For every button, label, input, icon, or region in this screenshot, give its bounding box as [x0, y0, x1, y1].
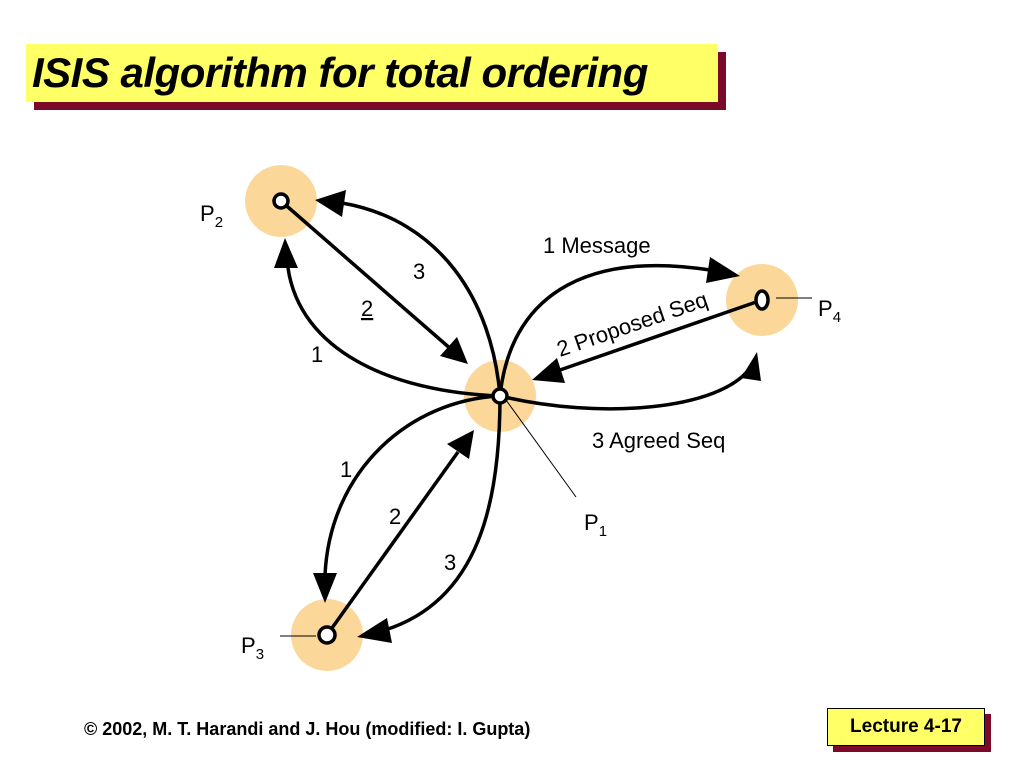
arrowhead-p4-agreed	[741, 352, 761, 381]
arrowhead-p3-proposed	[447, 430, 474, 459]
p4-label: P4	[818, 296, 841, 326]
p1-node	[491, 387, 509, 405]
edge-p2-message	[286, 267, 501, 398]
edge-label-p3-1: 1	[340, 457, 352, 482]
edge-label-p3-2: 2	[389, 504, 401, 529]
edge-label-p2-2: 2	[361, 296, 373, 321]
edge-label-p2-3: 3	[413, 259, 425, 284]
lecture-number: Lecture 4-17	[850, 716, 962, 737]
arrowhead-p2-message	[274, 238, 298, 268]
edge-label-p4-agreed: 3 Agreed Seq	[592, 428, 725, 453]
arrowhead-p3-agreed	[357, 618, 392, 643]
arrowhead-p3-message	[313, 573, 337, 603]
edge-p2-proposed	[279, 199, 454, 352]
edge-p3-message	[323, 394, 501, 576]
arrowhead-p2-agreed	[315, 190, 346, 217]
p3-node	[317, 625, 337, 645]
p2-label: P2	[200, 201, 223, 231]
p1-label: P1	[584, 510, 607, 540]
edge-p3-agreed	[384, 395, 502, 632]
p4-node	[754, 289, 770, 311]
p3-label: P3	[241, 633, 264, 663]
edge-p3-proposed	[325, 450, 460, 637]
edge-label-p3-3: 3	[444, 550, 456, 575]
arrowhead-p4-proposed	[532, 358, 565, 383]
copyright-footer: © 2002, M. T. Harandi and J. Hou (modifi…	[84, 719, 531, 739]
edge-label-p2-1: 1	[311, 342, 323, 367]
title-box: ISIS algorithm for total ordering	[26, 44, 718, 102]
edge-label-p4-message: 1 Message	[543, 233, 651, 258]
slide-title: ISIS algorithm for total ordering	[32, 49, 648, 96]
edge-p4-message	[498, 263, 711, 397]
lecture-box: Lecture 4-17	[827, 708, 985, 746]
edge-p2-agreed	[341, 201, 502, 397]
arrowhead-p4-message	[706, 257, 740, 283]
arrowhead-p2-proposed	[440, 337, 468, 364]
p2-node	[272, 192, 290, 210]
p1-leader	[505, 399, 577, 498]
edge-p4-proposed	[559, 298, 763, 372]
edge-p4-agreed	[499, 366, 752, 411]
